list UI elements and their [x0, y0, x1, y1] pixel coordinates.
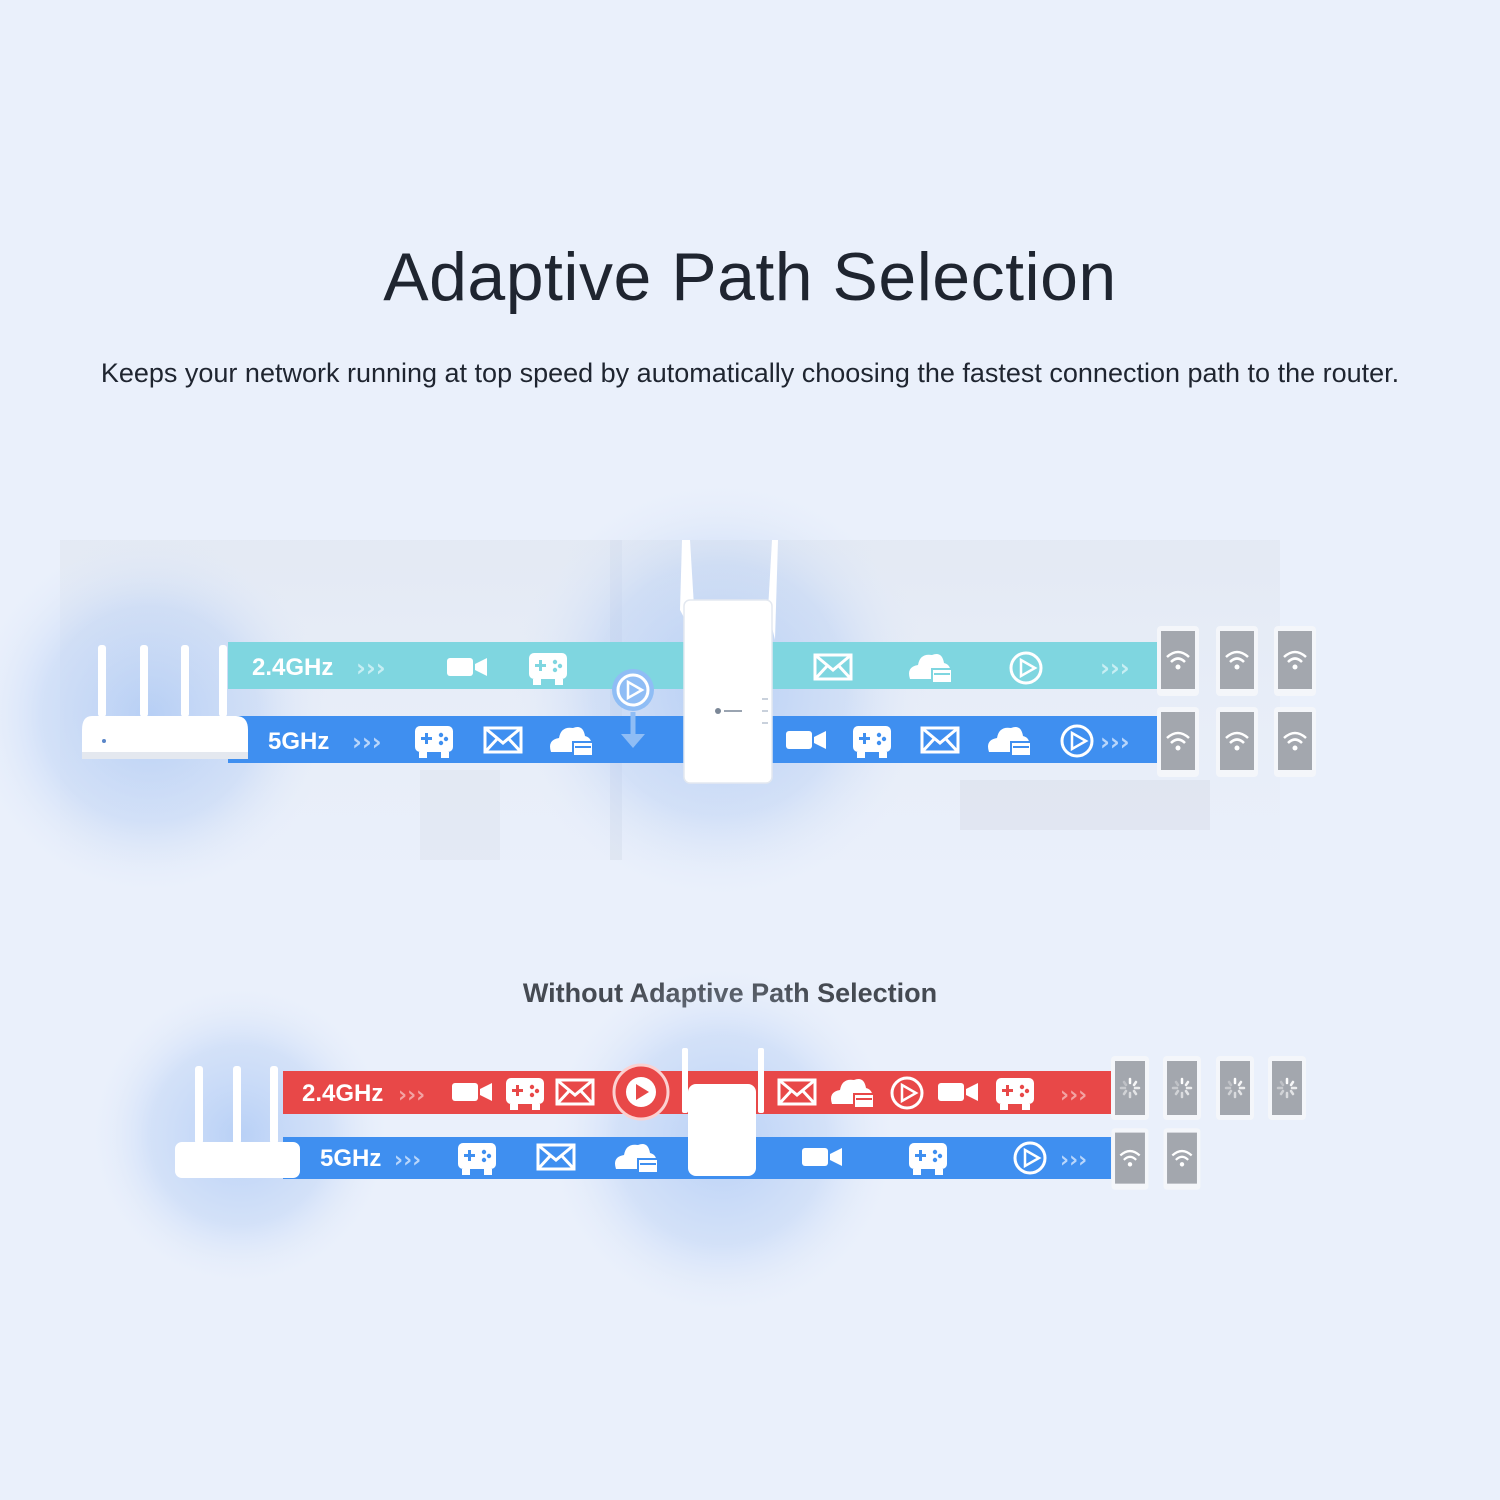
band-24ghz-label: 2.4GHz [252, 654, 333, 681]
band-24ghz-label: 2.4GHz [302, 1080, 383, 1107]
phone-wifi-icon [1155, 624, 1201, 698]
flow-arrows: ››› [356, 654, 386, 682]
router-icon [82, 645, 248, 759]
page-title: Adaptive Path Selection [383, 239, 1117, 315]
phone-wifi-icon [1272, 624, 1318, 698]
phone-loading-icon [1161, 1054, 1203, 1122]
extender-icon [680, 540, 778, 784]
flow-arrows: ››› [1060, 1148, 1087, 1173]
flow-arrows: ››› [394, 1148, 421, 1173]
phone-wifi-icon [1155, 705, 1201, 779]
with-aps-diagram: 2.4GHz 5GHz ››› ››› ››› ››› [0, 480, 1318, 900]
flow-arrows: ››› [398, 1083, 425, 1108]
without-aps-diagram: 2.4GHz 5GHz ››› ››› ››› ››› [90, 965, 1308, 1315]
phone-loading-icon [1109, 1054, 1151, 1122]
phone-wifi-icon [1162, 1127, 1202, 1191]
phone-wifi-icon [1214, 624, 1260, 698]
phone-wifi-icon [1214, 705, 1260, 779]
extender-icon [682, 1048, 764, 1176]
flow-arrows: ››› [1100, 654, 1130, 682]
band-5ghz-label: 5GHz [320, 1145, 381, 1172]
phone-wifi-icon [1272, 705, 1318, 779]
band-5ghz-label: 5GHz [268, 728, 329, 755]
page-subtitle: Keeps your network running at top speed … [100, 358, 1400, 388]
congested-play-indicator [612, 1063, 670, 1121]
flow-arrows: ››› [1060, 1083, 1087, 1108]
router-signal-glow [0, 535, 330, 895]
phone-loading-icon [1266, 1054, 1308, 1122]
phone-wifi-icon [1110, 1127, 1150, 1191]
path-switch-indicator [612, 669, 654, 748]
flow-arrows: ››› [352, 728, 382, 756]
router-icon [175, 1066, 300, 1178]
phone-loading-icon [1214, 1054, 1256, 1122]
flow-arrows: ››› [1100, 728, 1130, 756]
